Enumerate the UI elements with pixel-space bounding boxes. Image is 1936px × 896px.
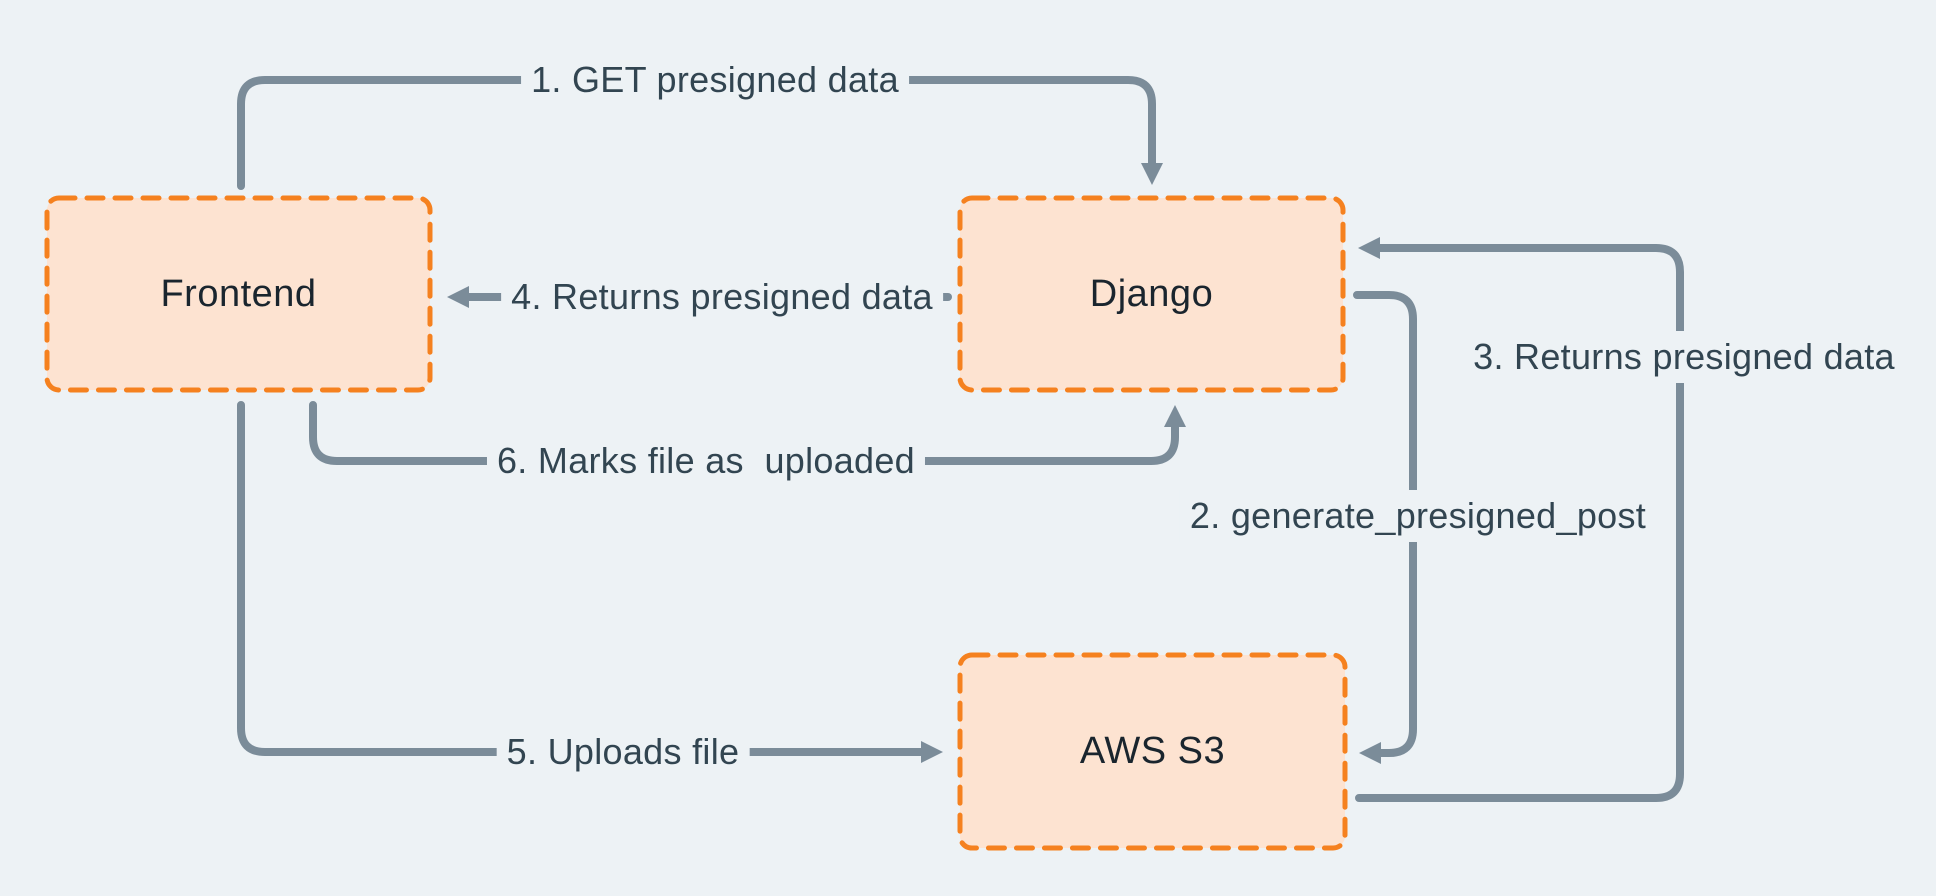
connector-3-label: 3. Returns presigned data <box>1463 331 1905 383</box>
node-aws-s3-label: AWS S3 <box>1079 730 1226 772</box>
node-frontend-box <box>44 195 433 393</box>
connector-5-uploads-file <box>237 401 943 763</box>
connector-1-label: 1. GET presigned data <box>521 54 909 106</box>
node-django-box <box>957 195 1346 393</box>
connector-6-label: 6. Marks file as uploaded <box>486 435 926 487</box>
node-django-label: Django <box>1089 272 1214 315</box>
connector-4-label: 4. Returns presigned data <box>501 271 943 323</box>
node-aws-s3-box <box>957 652 1348 851</box>
node-frontend-label: Frontend <box>160 272 317 315</box>
connector-3-returns-presigned-data <box>1355 237 1684 802</box>
connector-5-label: 5. Uploads file <box>496 726 750 778</box>
connector-2-label: 2. generate_presigned_post <box>1179 490 1657 542</box>
